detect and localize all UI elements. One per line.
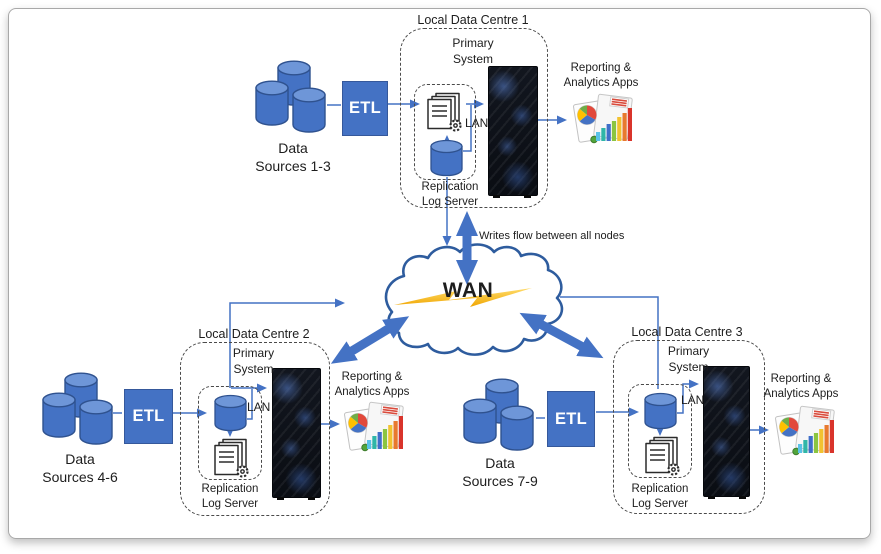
reporting-analytics-label-1: Reporting & Analytics Apps [563, 62, 639, 90]
replication-log-server-label-3: Replication Log Server [631, 483, 689, 511]
etl-box-1: ETL [342, 81, 388, 136]
server-rack-image-3 [703, 366, 750, 499]
replication-group-box-3 [628, 384, 692, 478]
local-data-centre-1-title: Local Data Centre 1 [417, 13, 529, 27]
local-data-centre-3-title: Local Data Centre 3 [631, 325, 743, 339]
wan-arrow-centre2 [330, 316, 410, 364]
replication-log-server-label-1: Replication Log Server [421, 181, 479, 209]
replication-group-box-1 [414, 84, 476, 180]
data-sources-4-6-icon [42, 372, 122, 450]
reporting-analytics-label-3: Reporting & Analytics Apps [763, 373, 839, 401]
wan-link-arrows [330, 211, 604, 364]
reporting-analytics-label-2: Reporting & Analytics Apps [334, 371, 410, 399]
replication-db-icon-3 [644, 392, 677, 430]
wan-cloud [384, 243, 564, 356]
server-rack-image-2 [272, 368, 321, 500]
data-sources-7-9-label: Data Sources 7-9 [462, 455, 538, 490]
data-sources-4-6-label: Data Sources 4-6 [42, 451, 118, 486]
reporting-analytics-icon-2 [343, 400, 407, 452]
etl-box-3: ETL [547, 391, 595, 447]
lan-label-1: LAN [465, 116, 489, 130]
centre1-connectors [327, 99, 567, 246]
data-sources-1-3-label: Data Sources 1-3 [255, 140, 331, 175]
lan-label-2: LAN [247, 400, 271, 414]
replication-log-icon-1 [425, 92, 465, 134]
reporting-analytics-icon-1 [572, 92, 636, 144]
local-data-centre-2-title: Local Data Centre 2 [198, 327, 310, 341]
centre3-connectors [536, 296, 769, 436]
reporting-analytics-icon-3 [774, 404, 838, 456]
data-sources-7-9-icon [463, 378, 543, 456]
lan-label-3: LAN [681, 393, 705, 407]
replication-log-icon-3 [643, 436, 683, 478]
replication-group-box-2 [198, 386, 262, 480]
replication-db-icon-2 [214, 394, 247, 432]
wan-arrow-centre3 [519, 312, 604, 359]
local-data-centre-2-box [180, 342, 330, 516]
local-data-centre-1-box [400, 28, 548, 208]
replication-log-server-label-2: Replication Log Server [201, 483, 259, 511]
centre2-connectors [113, 298, 345, 437]
slide-frame [8, 8, 871, 539]
etl-box-2: ETL [124, 389, 173, 444]
primary-system-label-1: Primary System [452, 36, 494, 66]
server-rack-image-1 [488, 66, 538, 198]
replication-db-icon-1 [430, 139, 463, 177]
writes-flow-note: Writes flow between all nodes [479, 230, 625, 242]
primary-system-label-3: Primary System [667, 344, 710, 374]
primary-system-label-2: Primary System [232, 346, 275, 376]
data-sources-1-3-icon [255, 60, 335, 138]
wan-label: WAN [442, 279, 494, 302]
replication-log-icon-2 [212, 438, 252, 480]
